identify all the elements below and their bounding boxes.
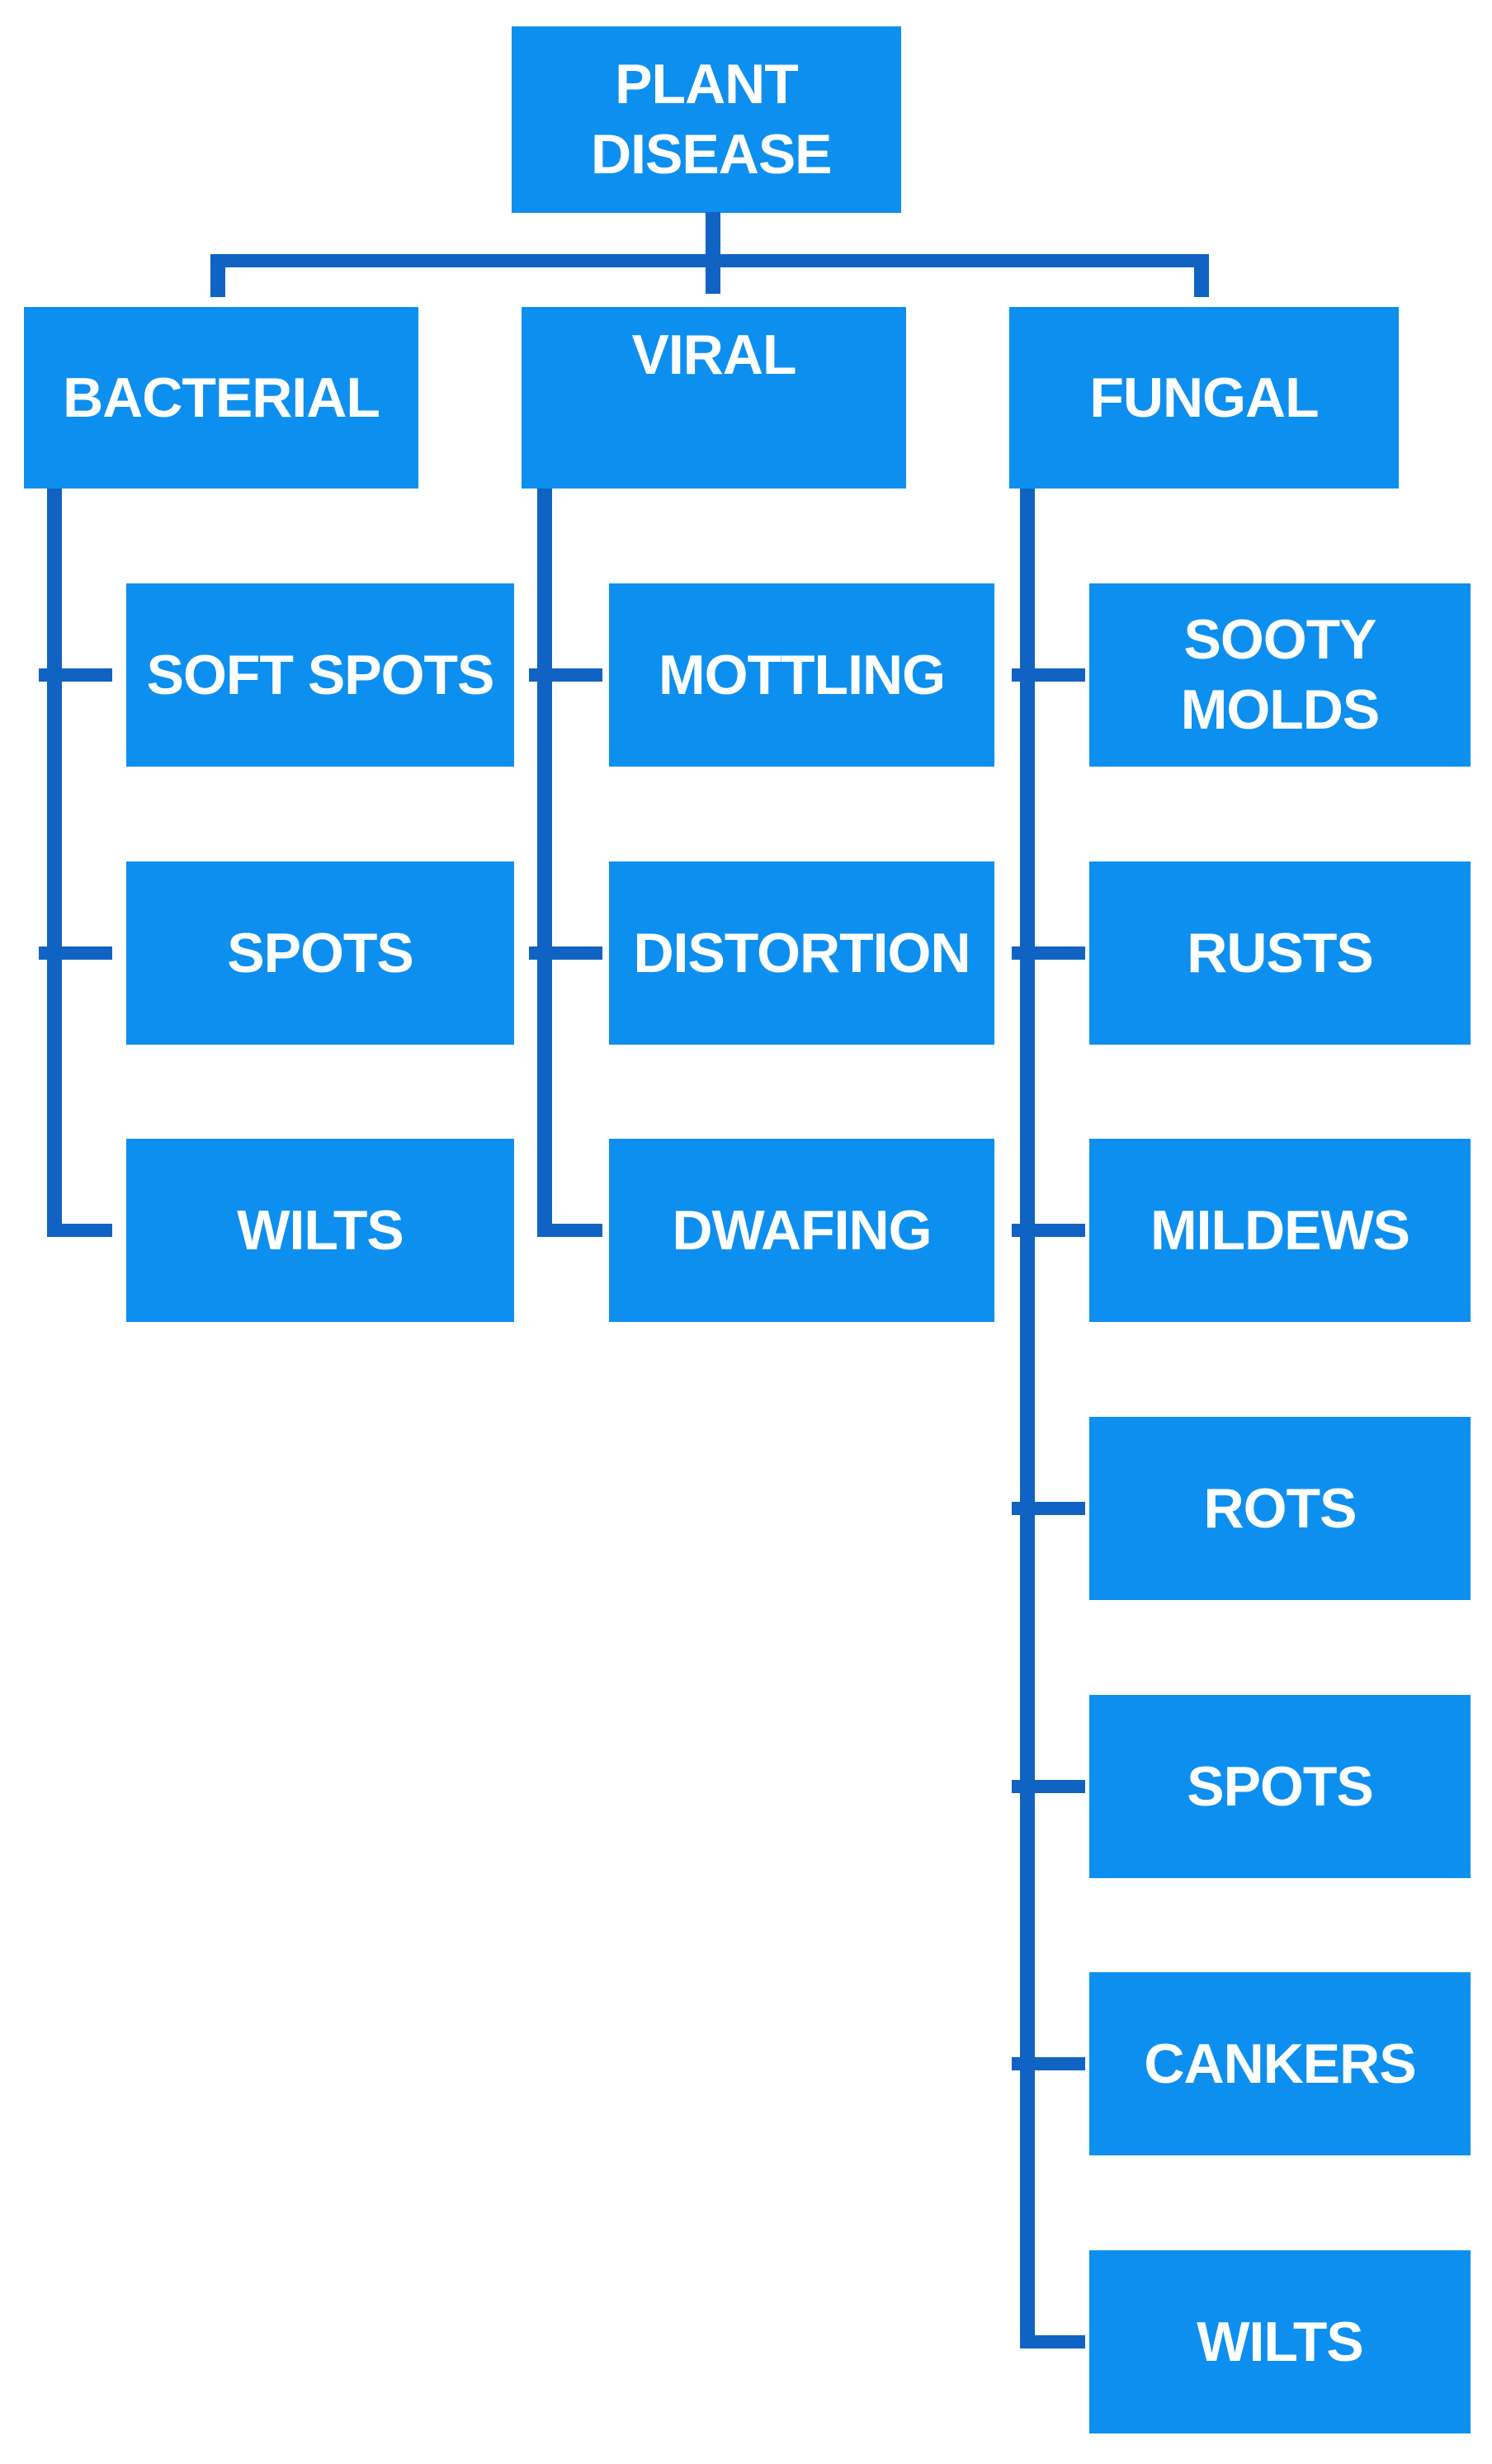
connector-bacterial-tick-1 [39, 668, 112, 682]
connector-fungal-tick-4 [1012, 1502, 1085, 1515]
node-plant-disease: PLANT DISEASE [512, 26, 901, 213]
node-soft-spots-label: SOFT SPOTS [146, 643, 495, 706]
connector-bacterial-stem [47, 489, 62, 1237]
node-plant-disease-label: PLANT DISEASE [591, 53, 833, 186]
node-fungal-label: FUNGAL [1089, 366, 1319, 429]
node-bacterial-label: BACTERIAL [63, 366, 380, 429]
node-rusts-label: RUSTS [1187, 921, 1373, 984]
node-bacterial-spots-label: SPOTS [227, 921, 413, 984]
node-dwafing: DWAFING [609, 1139, 994, 1322]
node-bacterial-wilts-label: WILTS [237, 1198, 404, 1262]
node-viral-label: VIRAL [631, 323, 797, 386]
node-bacterial: BACTERIAL [24, 307, 418, 489]
connector-viral-elbow [537, 1224, 602, 1237]
node-rots-label: ROTS [1203, 1476, 1357, 1540]
node-distortion-label: DISTORTION [633, 921, 970, 984]
connector-fungal-tick-2 [1012, 946, 1085, 960]
connector-root-stem [706, 212, 720, 294]
node-mildews-label: MILDEWS [1150, 1198, 1410, 1262]
connector-viral-stem [537, 489, 552, 1237]
node-sooty-molds: SOOTY MOLDS [1089, 583, 1471, 767]
node-fungal-wilts: WILTS [1089, 2250, 1471, 2433]
node-rots: ROTS [1089, 1417, 1471, 1600]
node-distortion: DISTORTION [609, 861, 994, 1045]
node-cankers-label: CANKERS [1144, 2032, 1416, 2095]
node-soft-spots: SOFT SPOTS [126, 583, 514, 767]
node-cankers: CANKERS [1089, 1972, 1471, 2155]
node-fungal-spots-label: SPOTS [1187, 1754, 1373, 1818]
connector-fungal-tick-3 [1012, 1224, 1085, 1237]
connector-stub-bacterial [210, 254, 225, 297]
connector-fungal-tick-1 [1012, 668, 1085, 682]
connector-bacterial-tick-2 [39, 946, 112, 960]
node-bacterial-wilts: WILTS [126, 1139, 514, 1322]
node-rusts: RUSTS [1089, 861, 1471, 1045]
node-fungal-spots: SPOTS [1089, 1695, 1471, 1878]
node-mildews: MILDEWS [1089, 1139, 1471, 1322]
connector-stub-fungal [1194, 254, 1209, 297]
node-sooty-molds-label: SOOTY MOLDS [1180, 608, 1381, 741]
node-mottling-label: MOTTLING [658, 643, 946, 706]
connector-fungal-tick-5 [1012, 1780, 1085, 1793]
connector-bacterial-elbow [47, 1224, 112, 1237]
node-fungal-wilts-label: WILTS [1197, 2310, 1363, 2373]
node-fungal: FUNGAL [1009, 307, 1399, 489]
node-viral: VIRAL [522, 307, 906, 489]
connector-fungal-tick-6 [1012, 2057, 1085, 2070]
connector-viral-tick-1 [529, 668, 602, 682]
node-mottling: MOTTLING [609, 583, 994, 767]
node-dwafing-label: DWAFING [672, 1198, 932, 1262]
connector-branch-bar [210, 254, 1209, 267]
connector-viral-tick-2 [529, 946, 602, 960]
connector-fungal-elbow [1020, 2335, 1085, 2348]
node-bacterial-spots: SPOTS [126, 861, 514, 1045]
